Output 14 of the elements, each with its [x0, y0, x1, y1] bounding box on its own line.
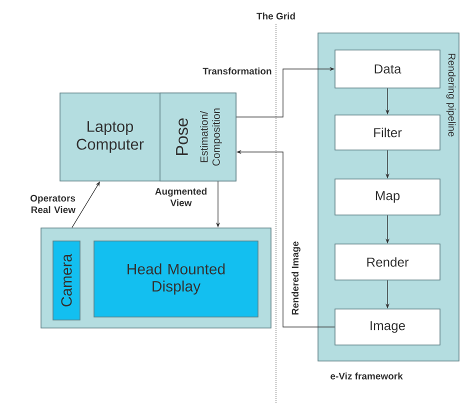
edge-label: Transformation	[202, 68, 272, 74]
stage-box: Filter	[334, 114, 440, 150]
stage-box: Render	[334, 244, 440, 280]
edge-label: Operators Real View	[30, 194, 76, 214]
camera-box: Camera	[52, 240, 80, 320]
stage-box: Data	[334, 50, 440, 88]
stage-box: Image	[334, 308, 440, 346]
edge-label: Rendered Image	[292, 242, 300, 314]
stage-box: Map	[334, 178, 440, 216]
grid-label: The Grid	[256, 12, 295, 20]
pose-cell: Pose Estimation/ Composition	[160, 92, 236, 182]
edge-label: Augmented View	[155, 188, 206, 206]
display-box: Head Mounted Display	[94, 240, 258, 318]
node-label: e-Viz framework	[330, 372, 403, 380]
